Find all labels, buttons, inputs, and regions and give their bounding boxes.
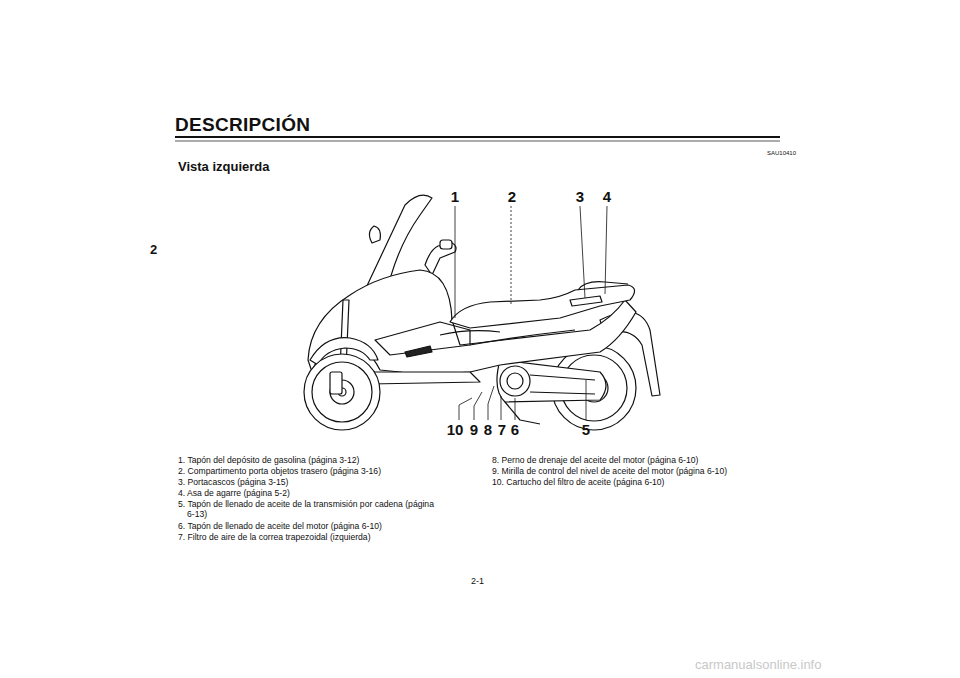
part-list-item: 8. Perno de drenaje del aceite del motor… [492, 456, 792, 466]
callout-number: 3 [576, 188, 584, 205]
part-list-item: 2. Compartimento porta objetos trasero (… [178, 467, 478, 477]
chapter-number: 2 [150, 243, 157, 258]
chapter-tab [140, 150, 170, 380]
header-rule [175, 137, 780, 141]
reference-code: SAU10410 [767, 150, 796, 157]
callout-number: 4 [603, 188, 611, 205]
part-list-item: 6. Tapón de llenado de aceite del motor … [178, 522, 478, 532]
part-list-item: 4. Asa de agarre (página 5-2) [178, 489, 478, 499]
page-title: DESCRIPCIÓN [175, 114, 310, 136]
callout-number: 2 [508, 188, 516, 205]
watermark: carmanualsonline.info [695, 658, 821, 673]
part-list-item: 1. Tapón del depósito de gasolina (págin… [178, 456, 478, 466]
callout-number: 10 [447, 421, 464, 438]
section-heading: Vista izquierda [178, 160, 270, 175]
callout-number: 8 [484, 421, 492, 438]
part-list-item: 9. Mirilla de control del nivel de aceit… [492, 467, 792, 477]
callout-number: 9 [470, 421, 478, 438]
callout-number: 1 [451, 188, 459, 205]
part-list-item: 10. Cartucho del filtro de aceite (págin… [492, 478, 792, 488]
callout-number: 5 [582, 421, 590, 438]
page-number: 2-1 [471, 576, 484, 586]
part-list-item: 3. Portacascos (página 3-15) [178, 478, 478, 488]
part-list-item: 7. Filtro de aire de la correa trapezoid… [178, 533, 478, 543]
part-list-item: 5. Tapón de llenado de aceite de la tran… [178, 500, 437, 520]
callout-number: 7 [498, 421, 506, 438]
scooter [304, 195, 660, 430]
callout-number: 6 [511, 421, 519, 438]
leader-lines [455, 206, 607, 420]
